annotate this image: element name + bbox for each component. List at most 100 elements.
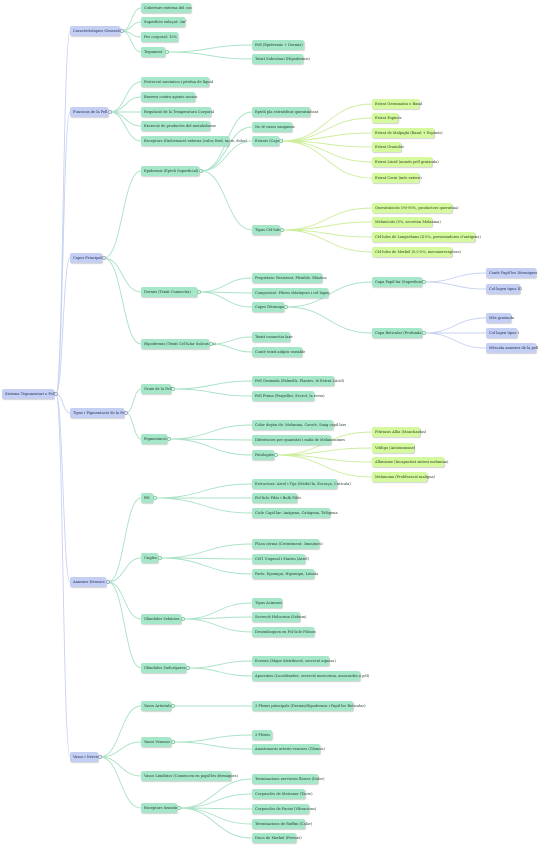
node-estrat-l-cid-nom-s-pell-gruixuda[interactable]: Estrat Lúcid (només pell gruixuda) — [372, 157, 439, 167]
node-apocrines-localitzades-secreci-mercorina[interactable]: Apocrines (Localitzades, secreció mercor… — [252, 671, 369, 681]
node-excreci-de-productes-del-metabolisme[interactable]: Excreció de productes del metabolisme — [141, 121, 216, 131]
node-corpuscles-de-meissner-tacte[interactable]: Corpuscles de Meissner (Tacte) — [252, 789, 313, 799]
node-vasos-arterials[interactable]: Vasos Arterials — [141, 701, 171, 711]
node-funcions-de-la-pell[interactable]: Funcions de la Pell — [70, 107, 108, 117]
node-discs-de-merkel-pressi[interactable]: Discs de Merkel (Pressió) — [252, 833, 302, 843]
node-gl-ndules-seb-cies[interactable]: Glàndules Sebàcies — [141, 614, 181, 624]
node-3-plexes-principals-dermis-hipodermis-i-[interactable]: 3 Plexes principals (Dermis/Hipodermis i… — [252, 701, 366, 711]
node-m-s-gruixuda[interactable]: Més gruixuda — [486, 313, 514, 323]
node-capes-d-rmiques[interactable]: Capes Dèrmiques — [252, 302, 287, 312]
node-pes-corporal-15[interactable]: Pes corporal: 15% — [141, 32, 178, 42]
node-receptors-d-informaci-externa-calor-fred[interactable]: Receptors d'informació externa (calor, f… — [141, 136, 247, 146]
node-c-l-lules-de-merkel-0-5-5-mecanoreceptor[interactable]: Cèl·lules de Merkel (0.5-5%, mecanorecep… — [372, 247, 461, 257]
collapse-toggle-icon[interactable] — [102, 256, 106, 260]
node-anastomosis-arterio-venoses-glomus[interactable]: Anastomosis arterio-venoses (Glomus) — [252, 744, 325, 754]
node-tipus-acinoses[interactable]: Tipus Acinoses — [252, 598, 282, 608]
node-coberture-externa-del-cos[interactable]: Coberture externa del cos — [141, 3, 192, 13]
collapse-toggle-icon[interactable] — [284, 305, 288, 309]
node-tipus-i-pigmentaci-de-la-pell[interactable]: Tipus i Pigmentació de la Pell — [70, 408, 127, 418]
collapse-toggle-icon[interactable] — [422, 280, 426, 284]
node-parts-eponiqui-hiponiqui-l-nula[interactable]: Parts: Eponiqui, Hiponiqui, Lúnula — [252, 569, 318, 579]
node-hipodermis-teixit-cel-lular-subcutani[interactable]: Hipodermis (Teixit Cel·lular Subcutani) — [141, 339, 216, 349]
node-vit-ligo-autoimmune[interactable]: Vitíligo (Autoimmune) — [372, 443, 415, 453]
node-cont-papil-les-d-rmiques[interactable]: Conté Papil·les Dèrmiques — [486, 268, 537, 278]
node-capa-papil-lar-superficial[interactable]: Capa Papil·lar (Superficial) — [372, 277, 424, 287]
node-placa-c-rnia-creixement-3mm-mes[interactable]: Placa còrnia (Creixement: 3mm/mes) — [252, 539, 323, 549]
node-estrats-capes[interactable]: Estrats (Capes) — [252, 136, 283, 146]
node-sistema-tegumentari-o-pell[interactable]: Sistema Tegumentari o Pell — [2, 389, 55, 399]
node-corpuscles-de-pacini-vibracions[interactable]: Corpuscles de Pacini (Vibracions) — [252, 804, 316, 814]
node-dermis-teixit-connectiu[interactable]: Dermis (Teixit Connectiu) — [141, 287, 197, 297]
node-gruix-de-la-pell[interactable]: Gruix de la Pell — [141, 384, 172, 394]
node-cont-teixit-adip-s-variable[interactable]: Conté teixit adipós variable — [252, 347, 305, 357]
node-teixit-connectiu-laxe[interactable]: Teixit connectiu laxe — [252, 332, 293, 342]
node-no-t-vasos-sanguinis[interactable]: No té vasos sanguinis — [252, 122, 295, 132]
node-patologies[interactable]: Patologies — [252, 450, 274, 460]
collapse-toggle-icon[interactable] — [153, 496, 157, 500]
collapse-toggle-icon[interactable] — [124, 411, 128, 415]
node-protecci-mec-nica-i-p-rdua-de-l-quid[interactable]: Protecció mecànica i pèrdua de líquid — [141, 77, 213, 87]
node-estrat-germinatiu-o-basal[interactable]: Estrat Germinatiu o Basal — [372, 99, 422, 109]
collapse-toggle-icon[interactable] — [54, 392, 58, 396]
node-3-plexes[interactable]: 3 Plexes — [252, 730, 272, 740]
node-estrat-de-malpighi-basal-espin-s[interactable]: Estrat de Malpighi (Basal + Espinós) — [372, 128, 443, 138]
node-capes-principals[interactable]: Capes Principals — [70, 253, 104, 263]
node-terminacions-nervioses-lliures-dolor[interactable]: Terminacions nervioses lliures (Dolor) — [252, 774, 325, 784]
node-propietats-resistent-flexible-el-stica[interactable]: Propietats: Resistent, Flexible, Elàstic… — [252, 273, 327, 283]
collapse-toggle-icon[interactable] — [171, 387, 175, 391]
collapse-toggle-icon[interactable] — [274, 453, 278, 457]
collapse-toggle-icon[interactable] — [158, 556, 162, 560]
node-vasos-venosos[interactable]: Vasos Venosos — [141, 737, 171, 747]
collapse-toggle-icon[interactable] — [108, 110, 112, 114]
node-estrat-granul-s[interactable]: Estrat Granulós — [372, 142, 404, 152]
node-pigmentaci[interactable]: Pigmentació — [141, 434, 167, 444]
node-melan-cits-5-secreten-melanina[interactable]: Melanòcits (5%, secreten Melanina) — [372, 217, 441, 227]
node-epidermis-epteli-superficial[interactable]: Epidermis (Epteli Superficial) — [141, 166, 199, 176]
node-ungles[interactable]: Ungles — [141, 553, 158, 563]
node-epteli-pla-estratificat-queratinitzat[interactable]: Epteli pla estratificat queratinitzat — [252, 107, 318, 117]
node-desemboquen-en-fol-licle-pilosos[interactable]: Desemboquen en Fol·licle Pilosos — [252, 627, 316, 637]
node-pell-gruixuda-palmells-plantes-t-estrat-[interactable]: Pell Gruixuda (Palmells, Plantes, té Est… — [252, 376, 344, 386]
node-estrat-espin-s[interactable]: Estrat Espinós — [372, 113, 402, 123]
collapse-toggle-icon[interactable] — [279, 139, 283, 143]
collapse-toggle-icon[interactable] — [167, 437, 171, 441]
collapse-toggle-icon[interactable] — [165, 50, 169, 54]
node-c-l-lules-de-langerhans-4-5-presentadore[interactable]: Cèl·lules de Langerhans (4-5%, presentad… — [372, 232, 481, 242]
node-regulaci-de-la-temperatura-corporal[interactable]: Regulació de la Temperatura Corporal — [141, 107, 214, 117]
collapse-toggle-icon[interactable] — [98, 755, 102, 759]
collapse-toggle-icon[interactable] — [280, 228, 284, 232]
node-tegument[interactable]: Tegument — [141, 47, 165, 57]
collapse-toggle-icon[interactable] — [106, 580, 110, 584]
node-vasos-limf-tics-comencen-en-papil-les-d-[interactable]: Vasos Limfàtics (Comencen en papil·les d… — [141, 771, 238, 781]
node-c-l-l-ungueal-i-matriu-arrel[interactable]: Cèl·l Ungueal i Matriu (Arrel) — [252, 554, 309, 564]
collapse-toggle-icon[interactable] — [209, 342, 213, 346]
collapse-toggle-icon[interactable] — [171, 740, 175, 744]
node-vasos-i-nervis[interactable]: Vasos i Nervis — [70, 752, 99, 762]
node-p-l[interactable]: Pèl — [141, 493, 153, 503]
node-cicle-capil-lar-an-gena-cat-gena-tel-gen[interactable]: Cicle Capil·lar: Anàgena, Catàgena, Telò… — [252, 508, 338, 518]
node-barrera-contra-agents-nocius[interactable]: Barrera contra agents nocius — [141, 92, 197, 102]
node-tipus-c-l-lules[interactable]: Tipus Cèl·lules — [252, 225, 282, 235]
node-composici-fibres-el-stiques-i-col-lagen[interactable]: Composició: Fibres elàstiques i col·lage… — [252, 288, 330, 298]
collapse-toggle-icon[interactable] — [181, 617, 185, 621]
node-difer-ncies-per-quantitat-i-mida-de-mela[interactable]: Diferències per quantitat i mida de Mela… — [252, 435, 345, 445]
collapse-toggle-icon[interactable] — [197, 290, 201, 294]
node-teixit-subcutani-hipodermis[interactable]: Teixit Subcutani (Hipodermis) — [252, 54, 310, 64]
node-terminacions-de-ruffini-calor[interactable]: Terminacions de Ruffini (Calor) — [252, 819, 312, 829]
collapse-toggle-icon[interactable] — [199, 169, 203, 173]
node-pitiriasis-alba-manchaidas[interactable]: Pitiriasis Alba (Manchaidas) — [372, 427, 426, 437]
node-receptors-sensitius[interactable]: Receptors Sensitius — [141, 803, 180, 813]
node-pell-prima-parpelles-escrot-la-resta[interactable]: Pell Prima (Parpelles, Escrot, la resta) — [252, 391, 325, 401]
node-col-lagen-tipus-i[interactable]: Col·lagen tipus I — [486, 328, 519, 338]
node-gl-ndules-sudor-pares[interactable]: Glàndules Sudorípares — [141, 663, 186, 673]
collapse-toggle-icon[interactable] — [422, 331, 426, 335]
node-color-dep-n-de-melanina-carot-sang-capil[interactable]: Color depèn de: Melanina, Carotè, Sang c… — [252, 420, 346, 430]
node-estructura-arrel-i-tija-medul-la-escor-a[interactable]: Estructura: Arrel i Tija (Medul·la, Esco… — [252, 479, 351, 489]
node-estrat-corni-m-s-extern[interactable]: Estrat Corni (més extern) — [372, 173, 422, 183]
node-pell-epidermis-dermis[interactable]: Pell (Epidermis + Dermis) — [252, 40, 304, 50]
node-ecrines-major-distribuci-secreci-aquosa[interactable]: Ecrines (Major distribució, secreció aqu… — [252, 656, 336, 666]
collapse-toggle-icon[interactable] — [186, 666, 190, 670]
collapse-toggle-icon[interactable] — [177, 806, 181, 810]
node-superf-cie-enla-at-2m[interactable]: Superfície enlaçat: 2m² — [141, 17, 187, 27]
collapse-toggle-icon[interactable] — [171, 704, 175, 708]
